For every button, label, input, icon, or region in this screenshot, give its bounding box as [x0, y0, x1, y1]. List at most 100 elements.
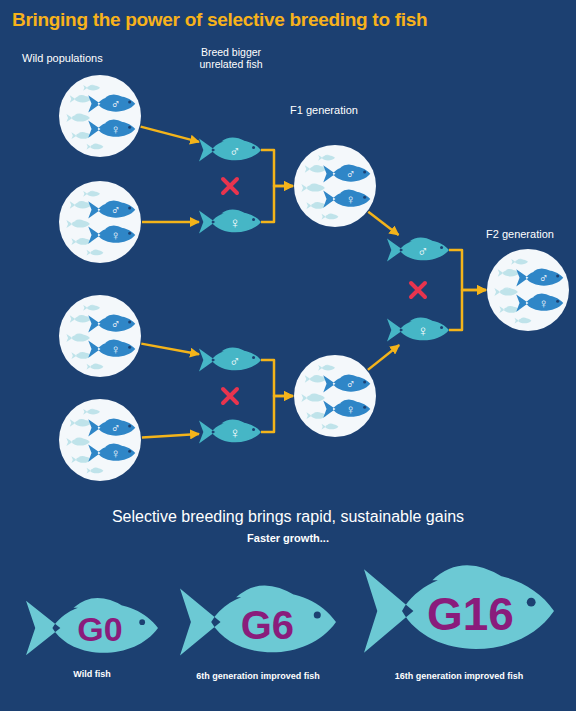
fish-figure	[318, 365, 335, 371]
fish-eye	[527, 598, 536, 607]
fish-body	[318, 155, 335, 161]
fish-body	[88, 226, 135, 244]
fish-eye	[363, 171, 366, 174]
circle-fill	[487, 249, 569, 331]
sex-symbol: ♂	[229, 353, 240, 368]
fish-eye	[252, 218, 255, 221]
fish-figure	[322, 424, 339, 430]
fish-body	[323, 190, 370, 208]
breeding-arrow	[141, 344, 199, 355]
fish-body	[499, 306, 519, 313]
population-circle: ♂♀	[58, 74, 142, 158]
fish-figure	[87, 250, 104, 256]
generation-fish: G0Wild fish	[26, 592, 158, 682]
fish-body	[87, 468, 104, 474]
fish-figure	[199, 420, 261, 444]
fish-caption: 6th generation improved fish	[196, 672, 320, 682]
sex-symbol: ♂	[346, 167, 356, 180]
circle-fill	[59, 295, 141, 377]
cross-mark	[411, 283, 425, 297]
breeding-arrow	[141, 127, 199, 142]
population-circle: ♂♀	[58, 180, 142, 264]
fish-body	[71, 456, 91, 463]
fish-figure	[88, 340, 135, 358]
fish-figure	[199, 348, 261, 372]
circle-outline	[293, 354, 377, 438]
parent-fish: ♀	[387, 315, 449, 345]
breeding-arrow	[449, 290, 486, 330]
generation-fish: G16 16th generation improved fish	[364, 556, 554, 684]
fish-figure	[66, 334, 90, 342]
fish-body	[66, 334, 90, 342]
circle-outline	[58, 398, 142, 482]
fish-body	[322, 424, 339, 430]
sex-symbol: ♀	[539, 297, 549, 310]
breeding-arrow	[368, 345, 399, 370]
fish-figure	[387, 318, 449, 342]
fish-body	[88, 340, 135, 358]
cross-mark	[223, 179, 237, 193]
fish-figure	[199, 138, 261, 162]
circle-fill	[294, 355, 376, 437]
generation-fish: G6 6th generation improved fish	[180, 578, 336, 684]
fish-figure	[71, 352, 91, 359]
fish-figure	[199, 210, 261, 234]
fish-eye	[128, 346, 131, 349]
fish-figure	[305, 375, 327, 383]
fish-figure	[364, 565, 554, 652]
circle-fill	[59, 75, 141, 157]
fish-body	[87, 250, 104, 256]
fish-figure	[87, 364, 104, 370]
generation-code: G16	[427, 589, 514, 640]
fish-eye	[128, 232, 131, 235]
fish-body	[494, 288, 518, 296]
fish-eye	[363, 406, 366, 409]
fish-body	[70, 315, 92, 323]
fish-eye	[363, 381, 366, 384]
fish-figure	[26, 598, 158, 655]
fish-eye	[440, 246, 443, 249]
fish-figure	[301, 184, 325, 192]
fish-body	[66, 438, 90, 446]
generation-code: G6	[241, 603, 294, 647]
fish-body	[88, 418, 135, 436]
fish-figure	[511, 259, 528, 265]
fish-body	[88, 314, 135, 332]
sex-symbol: ♀	[346, 403, 356, 416]
fish-figure	[71, 238, 91, 245]
sex-symbol: ♀	[111, 123, 121, 136]
fish-figure	[70, 95, 92, 103]
fish-figure	[83, 305, 100, 311]
fish-body	[71, 352, 91, 359]
fish-body	[515, 318, 532, 324]
fish-eye	[314, 611, 321, 618]
fish-figure	[499, 306, 519, 313]
fish-figure	[83, 191, 100, 197]
fish-caption: 16th generation improved fish	[395, 672, 524, 682]
fish-body	[306, 412, 326, 419]
fish-eye	[363, 196, 366, 199]
fish-body	[71, 238, 91, 245]
fish-body	[70, 201, 92, 209]
circle-fill	[59, 399, 141, 481]
fish-body	[83, 85, 100, 91]
fish-figure	[516, 294, 563, 312]
population-circle: ♂♀	[58, 398, 142, 482]
circle-outline	[58, 180, 142, 264]
fish-body	[301, 184, 325, 192]
fish-figure	[323, 374, 370, 392]
circle-fill	[59, 181, 141, 263]
sex-symbol: ♂	[111, 97, 121, 110]
breeding-arrow	[261, 396, 293, 432]
circle-outline	[58, 294, 142, 378]
fish-body	[387, 318, 449, 342]
fish-figure	[87, 144, 104, 150]
fish-figure	[88, 418, 135, 436]
fish-figure	[88, 314, 135, 332]
breeding-arrow	[142, 434, 199, 438]
title: Bringing the power of selective breeding…	[12, 9, 427, 31]
parent-fish: ♀	[199, 207, 261, 237]
fish-body	[199, 348, 261, 372]
sex-symbol: ♀	[111, 447, 121, 460]
fish-body	[498, 269, 520, 277]
